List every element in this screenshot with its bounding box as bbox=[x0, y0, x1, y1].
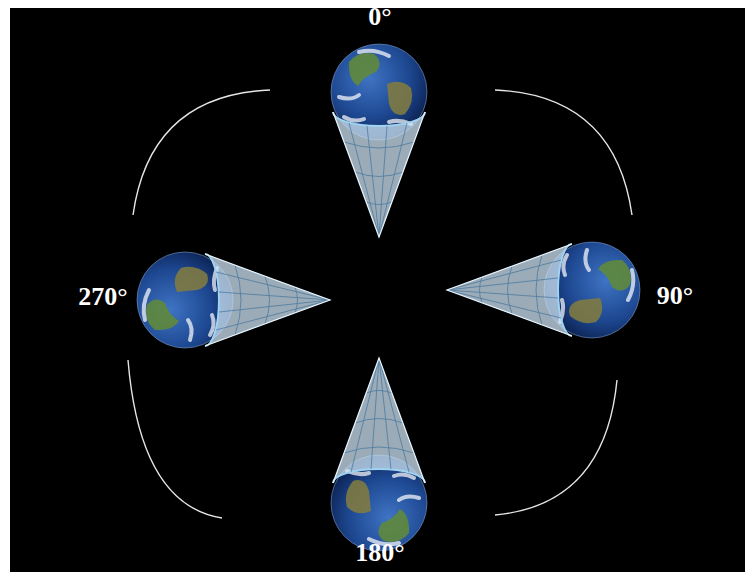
earth-globe bbox=[447, 242, 640, 338]
orbit-arc bbox=[495, 380, 617, 515]
orbit-arc bbox=[495, 90, 632, 215]
angle-label: 0° bbox=[368, 2, 391, 32]
earth-globe bbox=[331, 358, 427, 551]
angle-label: 270° bbox=[78, 282, 127, 312]
angle-label: 180° bbox=[355, 538, 404, 568]
angle-label: 90° bbox=[657, 281, 693, 311]
earth-globe bbox=[331, 44, 427, 237]
earth-globe bbox=[137, 252, 330, 348]
orbit-arc bbox=[133, 90, 270, 215]
orbit-arc bbox=[128, 360, 222, 518]
